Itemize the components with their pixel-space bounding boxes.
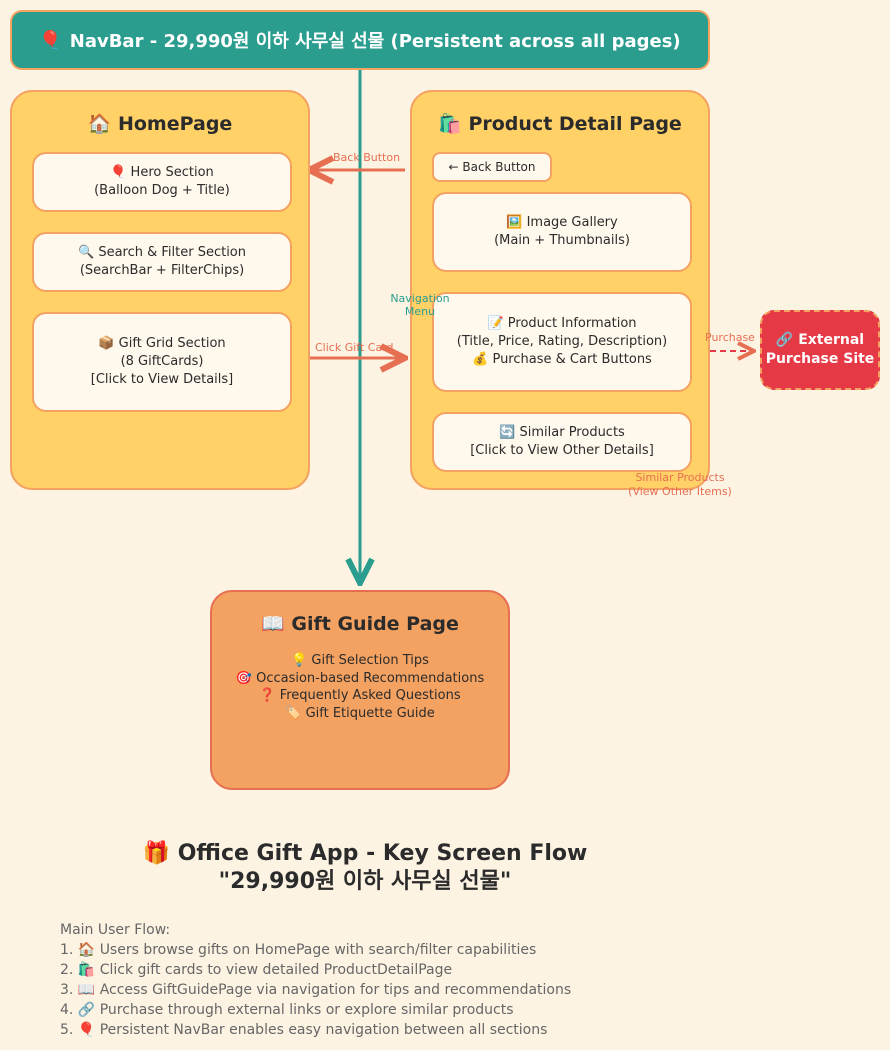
diagram-title: 🎁 Office Gift App - Key Screen Flow "29,… xyxy=(0,840,730,896)
notes-item: 2. 🛍️ Click gift cards to view detailed … xyxy=(60,962,453,978)
homepage-panel: 🏠 HomePage 🎈 Hero Section (Balloon Dog +… xyxy=(10,90,310,490)
edge-label-back-button: Back Button xyxy=(333,151,401,164)
navbar-label: NavBar - 29,990원 이하 사무실 선물 (Persistent a… xyxy=(69,31,681,52)
image-icon: 🖼️ xyxy=(506,215,523,230)
image-gallery-card[interactable]: 🖼️ Image Gallery (Main + Thumbnails) xyxy=(432,192,692,272)
link-icon: 🔗 xyxy=(775,332,794,348)
balloon-icon: 🎈 xyxy=(39,29,62,51)
gift-guide-item: 🎯 Occasion-based Recommendations xyxy=(235,670,485,686)
homepage-title: 🏠 HomePage xyxy=(87,113,233,135)
gift-guide-panel[interactable]: 📖 Gift Guide Page 💡 Gift Selection Tips … xyxy=(210,590,510,790)
refresh-icon: 🔄 xyxy=(499,425,516,440)
notes-heading: Main User Flow: xyxy=(60,922,171,938)
notes-item: 3. 📖 Access GiftGuidePage via navigation… xyxy=(60,982,572,998)
package-icon: 📦 xyxy=(98,336,115,351)
book-icon: 📖 xyxy=(261,613,285,635)
shopping-bag-icon: 🛍️ xyxy=(438,113,462,135)
gift-grid-card[interactable]: 📦 Gift Grid Section (8 GiftCards) [Click… xyxy=(32,312,292,412)
external-purchase-site[interactable]: 🔗 External Purchase Site xyxy=(760,310,880,390)
similar-products-card[interactable]: 🔄 Similar Products [Click to View Other … xyxy=(432,412,692,472)
gift-guide-items: 💡 Gift Selection Tips 🎯 Occasion-based R… xyxy=(212,652,508,722)
gift-icon: 🎁 xyxy=(142,841,171,866)
main-user-flow-notes: Main User Flow: 1. 🏠 Users browse gifts … xyxy=(60,920,571,1040)
search-filter-card[interactable]: 🔍 Search & Filter Section (SearchBar + F… xyxy=(32,232,292,292)
back-button[interactable]: ← Back Button xyxy=(432,152,552,182)
product-detail-panel: 🛍️ Product Detail Page ← Back Button 🖼️ … xyxy=(410,90,710,490)
notes-item: 5. 🎈 Persistent NavBar enables easy navi… xyxy=(60,1022,548,1038)
edge-label-navigation-menu: Navigation Menu xyxy=(390,292,450,318)
house-icon: 🏠 xyxy=(87,113,112,135)
product-information-card[interactable]: 📝 Product Information (Title, Price, Rat… xyxy=(432,292,692,392)
edge-label-purchase: Purchase xyxy=(705,331,755,344)
hero-section-card[interactable]: 🎈 Hero Section (Balloon Dog + Title) xyxy=(32,152,292,212)
memo-icon: 📝 xyxy=(487,316,504,331)
notes-item: 4. 🔗 Purchase through external links or … xyxy=(60,1002,514,1018)
diagram-subtitle: "29,990원 이하 사무실 선물" xyxy=(218,869,512,894)
gift-guide-item: 🏷️ Gift Etiquette Guide xyxy=(285,705,435,721)
gift-guide-item: ❓ Frequently Asked Questions xyxy=(259,688,461,703)
edge-label-similar-products: Similar Products (View Other Items) xyxy=(628,471,732,498)
balloon-icon: 🎈 xyxy=(110,165,127,180)
gift-guide-item: 💡 Gift Selection Tips xyxy=(291,653,429,668)
notes-item: 1. 🏠 Users browse gifts on HomePage with… xyxy=(60,942,537,958)
product-detail-title: 🛍️ Product Detail Page xyxy=(438,113,682,135)
navbar[interactable]: 🎈 NavBar - 29,990원 이하 사무실 선물 (Persistent… xyxy=(10,10,710,70)
gift-guide-title: 📖 Gift Guide Page xyxy=(261,613,459,635)
edge-label-click-gift-card: Click Gift Card xyxy=(315,341,394,354)
purchase-cart-buttons: 💰 Purchase & Cart Buttons xyxy=(472,352,652,367)
search-icon: 🔍 xyxy=(77,245,95,260)
